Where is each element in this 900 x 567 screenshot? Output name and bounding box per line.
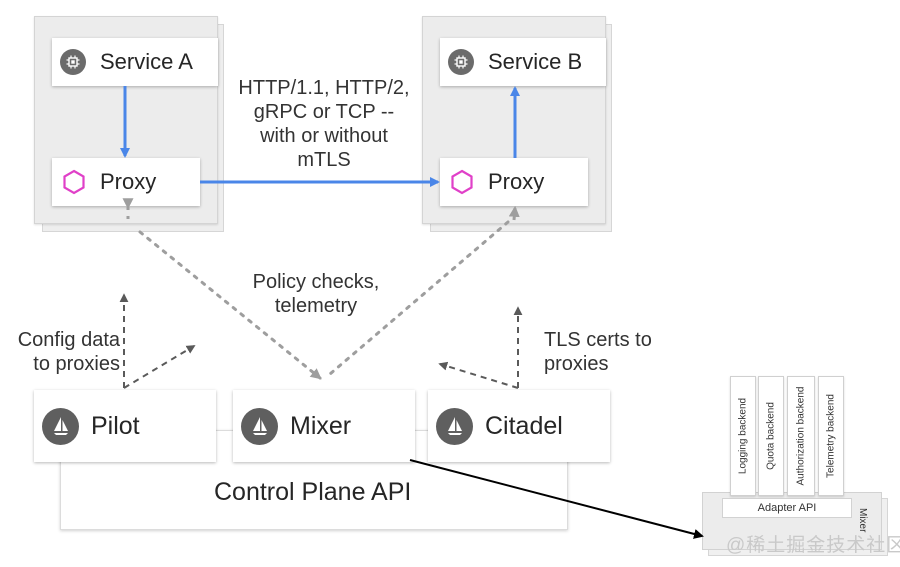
service-a-proxy-label: Proxy: [100, 169, 157, 194]
chip-icon: [60, 49, 86, 75]
service-b-label: Service B: [488, 49, 583, 74]
pilot-label: Pilot: [91, 411, 140, 440]
pilot-card[interactable]: Pilot: [34, 390, 216, 462]
hexagon-icon: [63, 169, 85, 195]
policy-note: Policy checks, telemetry: [236, 270, 396, 318]
service-a-proxy-card[interactable]: Proxy: [52, 158, 200, 206]
tls-note: TLS certs to proxies: [544, 328, 674, 376]
config-note: Config data to proxies: [2, 328, 120, 376]
config-note-line: Config data: [17, 329, 120, 351]
mixer-to-detail-arrow: [409, 459, 704, 539]
authorization-backend[interactable]: Authorization backend: [787, 376, 815, 496]
hexagon-icon: [451, 169, 473, 195]
quota-backend[interactable]: Quota backend: [758, 376, 784, 496]
transport-note-line: HTTP/1.1, HTTP/2,: [238, 77, 410, 99]
sail-icon: [241, 407, 278, 445]
control-plane-label: Control Plane API: [214, 478, 412, 506]
proxy-b-mixer-dotted-line: [328, 220, 510, 376]
proxy-a-mixer-dotted-line: [138, 230, 322, 380]
policy-note-line: Policy checks,: [252, 271, 380, 293]
sail-icon: [42, 407, 79, 445]
pilot-diagonal-dashed-arrow: [123, 345, 196, 389]
mixer-card[interactable]: Mixer: [233, 390, 415, 462]
adapter-api[interactable]: Adapter API: [722, 498, 852, 518]
config-note-line: to proxies: [33, 353, 120, 375]
service-a-card[interactable]: Service A: [52, 38, 218, 86]
sail-icon: [436, 407, 473, 445]
adapter-api-label: Adapter API: [757, 502, 817, 514]
citadel-label: Citadel: [485, 411, 563, 440]
transport-note: HTTP/1.1, HTTP/2, gRPC or TCP -- with or…: [226, 76, 422, 172]
service-b-proxy-label: Proxy: [488, 169, 545, 194]
chip-icon: [448, 49, 474, 75]
mixer-label: Mixer: [290, 411, 352, 440]
watermark: @稀土掘金技术社区: [726, 535, 900, 556]
transport-note-line: gRPC or TCP --: [253, 101, 395, 123]
transport-note-line: mTLS: [297, 149, 351, 171]
proxy-b-dotted-head: [508, 205, 520, 221]
service-a-label: Service A: [100, 49, 193, 74]
logging-backend[interactable]: Logging backend: [730, 376, 756, 496]
service-b-proxy-card[interactable]: Proxy: [440, 158, 588, 206]
citadel-diagonal-dashed-arrow: [438, 361, 519, 389]
transport-note-line: with or without: [260, 125, 388, 147]
telemetry-backend[interactable]: Telemetry backend: [818, 376, 844, 496]
tls-note-line: TLS certs to: [544, 329, 652, 351]
service-b-card[interactable]: Service B: [440, 38, 606, 86]
policy-note-line: telemetry: [274, 295, 358, 317]
citadel-card[interactable]: Citadel: [428, 390, 610, 462]
mixer-detail-label: Mixer: [857, 508, 868, 533]
tls-note-line: proxies: [544, 353, 609, 375]
